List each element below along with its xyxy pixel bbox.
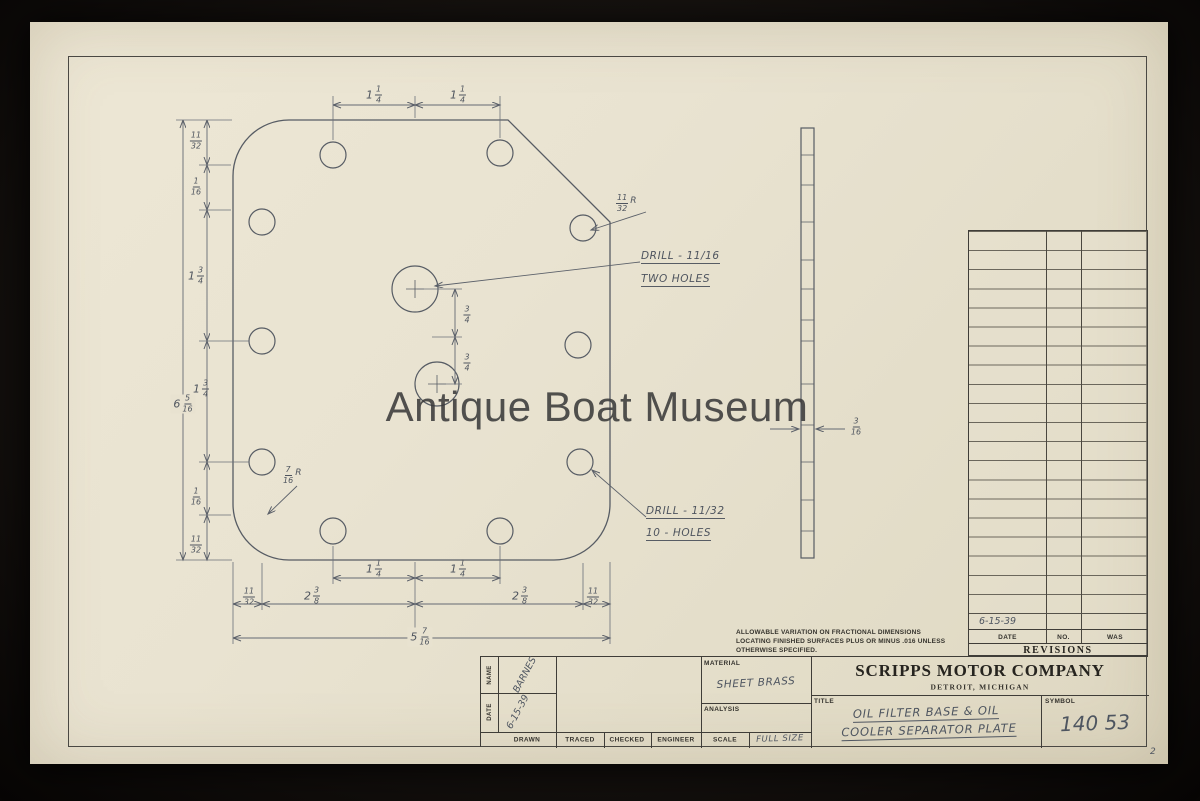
tb-line (749, 732, 750, 748)
date-label: DATE (487, 703, 493, 721)
symbol-value: 140 53 (1059, 709, 1131, 737)
checked-label: CHECKED (609, 736, 645, 744)
revisions-header-was: WAS (1106, 633, 1123, 641)
tb-line (481, 693, 556, 694)
engineer-label: ENGINEER (657, 736, 695, 744)
company-name: SCRIPPS MOTOR COMPANY (855, 661, 1105, 680)
drawing-title-line2: COOLER SEPARATOR PLATE (841, 720, 1017, 742)
side-view (800, 127, 815, 559)
material-label: MATERIAL (704, 660, 741, 667)
revision-entry-date: 6-15-39 (979, 616, 1017, 627)
revisions-empty-rows (969, 231, 1147, 613)
revisions-entry-row: 6-15-39 (969, 613, 1147, 629)
name-label: NAME (487, 665, 493, 685)
page-number: 2 (1150, 747, 1156, 757)
company-city: DETROIT, MICHIGAN (930, 682, 1030, 692)
tb-line (811, 695, 1149, 696)
tolerance-note: ALLOWABLE VARIATION ON FRACTIONAL DIMENS… (736, 629, 946, 655)
scale-label: SCALE (712, 736, 738, 744)
revisions-table: 6-15-39 DATE NO. WAS REVISIONS (968, 230, 1148, 656)
callout-drill-large-2: TWO HOLES (641, 273, 711, 287)
revisions-header-date: DATE (998, 633, 1017, 641)
museum-watermark: Antique Boat Museum (385, 383, 809, 430)
callout-drill-small-2: 10 - HOLES (646, 527, 712, 541)
plate-outline (232, 119, 611, 561)
scale-value: FULL SIZE (755, 733, 805, 745)
symbol-label: SYMBOL (1045, 698, 1076, 705)
title-block: NAME DATE BARNES 6-15-39 DRAWN TRACED CH… (480, 655, 1149, 748)
callout-drill-large-1: DRILL - 11/16 (641, 250, 720, 264)
drawn-by-name: BARNES (511, 655, 539, 695)
tb-line (1041, 695, 1042, 748)
tb-line (556, 657, 557, 748)
drawn-label: DRAWN (513, 736, 541, 744)
revisions-col-divider-1 (1046, 231, 1047, 643)
leader-lines (268, 211, 647, 518)
revisions-header-no: NO. (1057, 633, 1070, 641)
drawn-date: 6-15-39 (504, 693, 532, 731)
revisions-header-row: DATE NO. WAS (969, 629, 1147, 643)
drawing-title-line1: OIL FILTER BASE & OIL (852, 703, 1000, 723)
tb-line (651, 732, 652, 748)
traced-label: TRACED (565, 736, 595, 744)
tb-line (701, 703, 811, 704)
revisions-col-divider-2 (1081, 231, 1082, 643)
callout-drill-small-1: DRILL - 11/32 (646, 505, 725, 519)
dimension-lines (183, 105, 845, 638)
revisions-title: REVISIONS (1023, 645, 1093, 656)
tb-line (701, 657, 702, 748)
revisions-footer: REVISIONS (969, 643, 1147, 657)
tb-line (811, 657, 812, 748)
tb-line (481, 732, 811, 733)
analysis-label: ANALYSIS (704, 706, 740, 713)
tb-line (604, 732, 605, 748)
extension-lines (176, 96, 611, 644)
tb-line (498, 657, 499, 732)
title-label: TITLE (814, 698, 835, 705)
material-value: SHEET BRASS (716, 674, 796, 692)
